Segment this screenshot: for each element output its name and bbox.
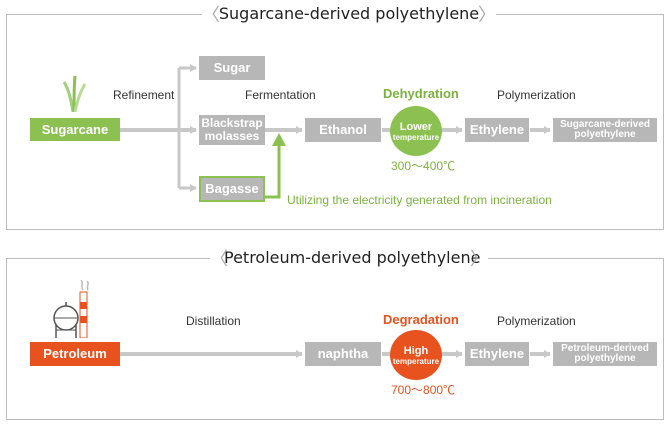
sugarcane-panel-title: 〈 Sugarcane-derived polyethylene 〉 [202, 4, 496, 26]
top-ethylene-box: Ethylene [465, 118, 529, 142]
petroleum-source-box: Petroleum [30, 342, 120, 366]
top-polymerization-label: Polymerization [497, 88, 576, 102]
dehydration-label: Dehydration [383, 86, 459, 101]
ethanol-box: Ethanol [305, 118, 381, 142]
sugarcane-title-text: Sugarcane-derived polyethylene [218, 4, 480, 23]
high-temperature-label: temperature [392, 356, 440, 366]
electricity-note: Utilizing the electricity generated from… [287, 193, 552, 207]
sugarcane-plant-icon [60, 74, 88, 117]
high-label: High [403, 344, 429, 357]
dehydration-temperature: 300～400℃ [391, 159, 456, 173]
petroleum-panel [6, 258, 664, 420]
fermentation-label: Fermentation [245, 88, 316, 102]
bagasse-box: Bagasse [199, 176, 265, 202]
petroleum-title-text: Petroleum-derived polyethylene [224, 248, 481, 267]
petroleum-polyethylene-box: Petroleum-derived polyethylene [553, 342, 657, 366]
electricity-feedback-arrow [265, 133, 286, 199]
distillation-label: Distillation [186, 314, 241, 328]
refinement-label: Refinement [113, 88, 175, 102]
petroleum-panel-title: 〈 Petroleum-derived polyethylene 〉 [210, 248, 488, 270]
temperature-label: temperature [392, 132, 440, 142]
degradation-label: Degradation [383, 312, 459, 327]
naphtha-box: naphtha [305, 342, 381, 366]
high-temperature-circle: High temperature [390, 330, 442, 380]
degradation-temperature: 700～800℃ [391, 383, 456, 397]
sugarcane-polyethylene-box: Sugarcane-derived polyethylene [553, 118, 657, 142]
lower-label: Lower [399, 120, 433, 133]
sugarcane-source-box: Sugarcane [30, 118, 120, 141]
bottom-polymerization-label: Polymerization [497, 314, 576, 328]
lower-temperature-circle: Lower temperature [390, 106, 442, 156]
molasses-box: Blackstrap molasses [199, 115, 265, 145]
petroleum-refinery-icon [50, 279, 98, 343]
bottom-ethylene-box: Ethylene [465, 342, 529, 366]
sugar-box: Sugar [199, 56, 265, 80]
